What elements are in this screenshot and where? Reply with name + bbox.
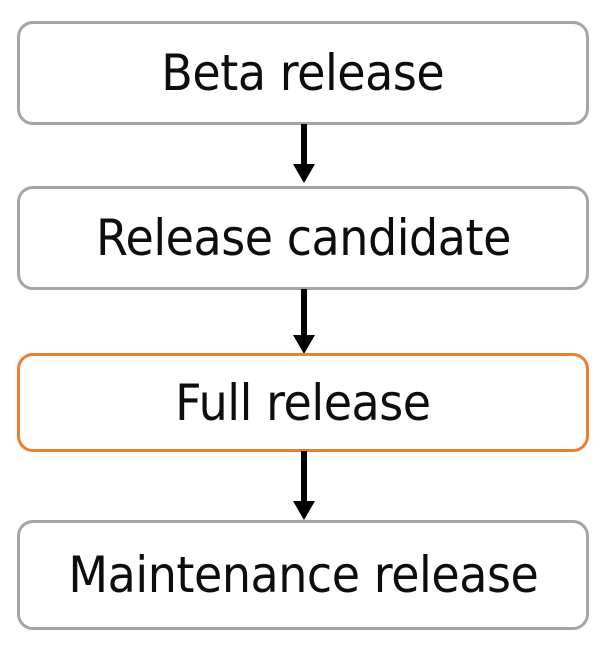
flowchart-node-label: Maintenance release — [68, 546, 538, 604]
flowchart-node-full-release[interactable]: Full release — [17, 353, 589, 452]
flowchart-node-beta-release[interactable]: Beta release — [17, 21, 589, 125]
flowchart-arrow-beta-to-candidate — [282, 124, 326, 184]
arrow-down-icon — [293, 451, 315, 520]
flowchart-node-maintenance-release[interactable]: Maintenance release — [17, 520, 589, 630]
flowchart-node-label: Full release — [175, 373, 431, 432]
flowchart-arrow-candidate-to-full — [282, 289, 326, 355]
arrow-down-icon — [293, 124, 315, 183]
flowchart-arrow-full-to-maintenance — [282, 451, 326, 521]
flowchart-node-release-candidate[interactable]: Release candidate — [17, 186, 589, 290]
flowchart-node-label: Release candidate — [95, 209, 511, 267]
arrow-down-icon — [293, 289, 315, 354]
flowchart-node-label: Beta release — [161, 44, 445, 102]
